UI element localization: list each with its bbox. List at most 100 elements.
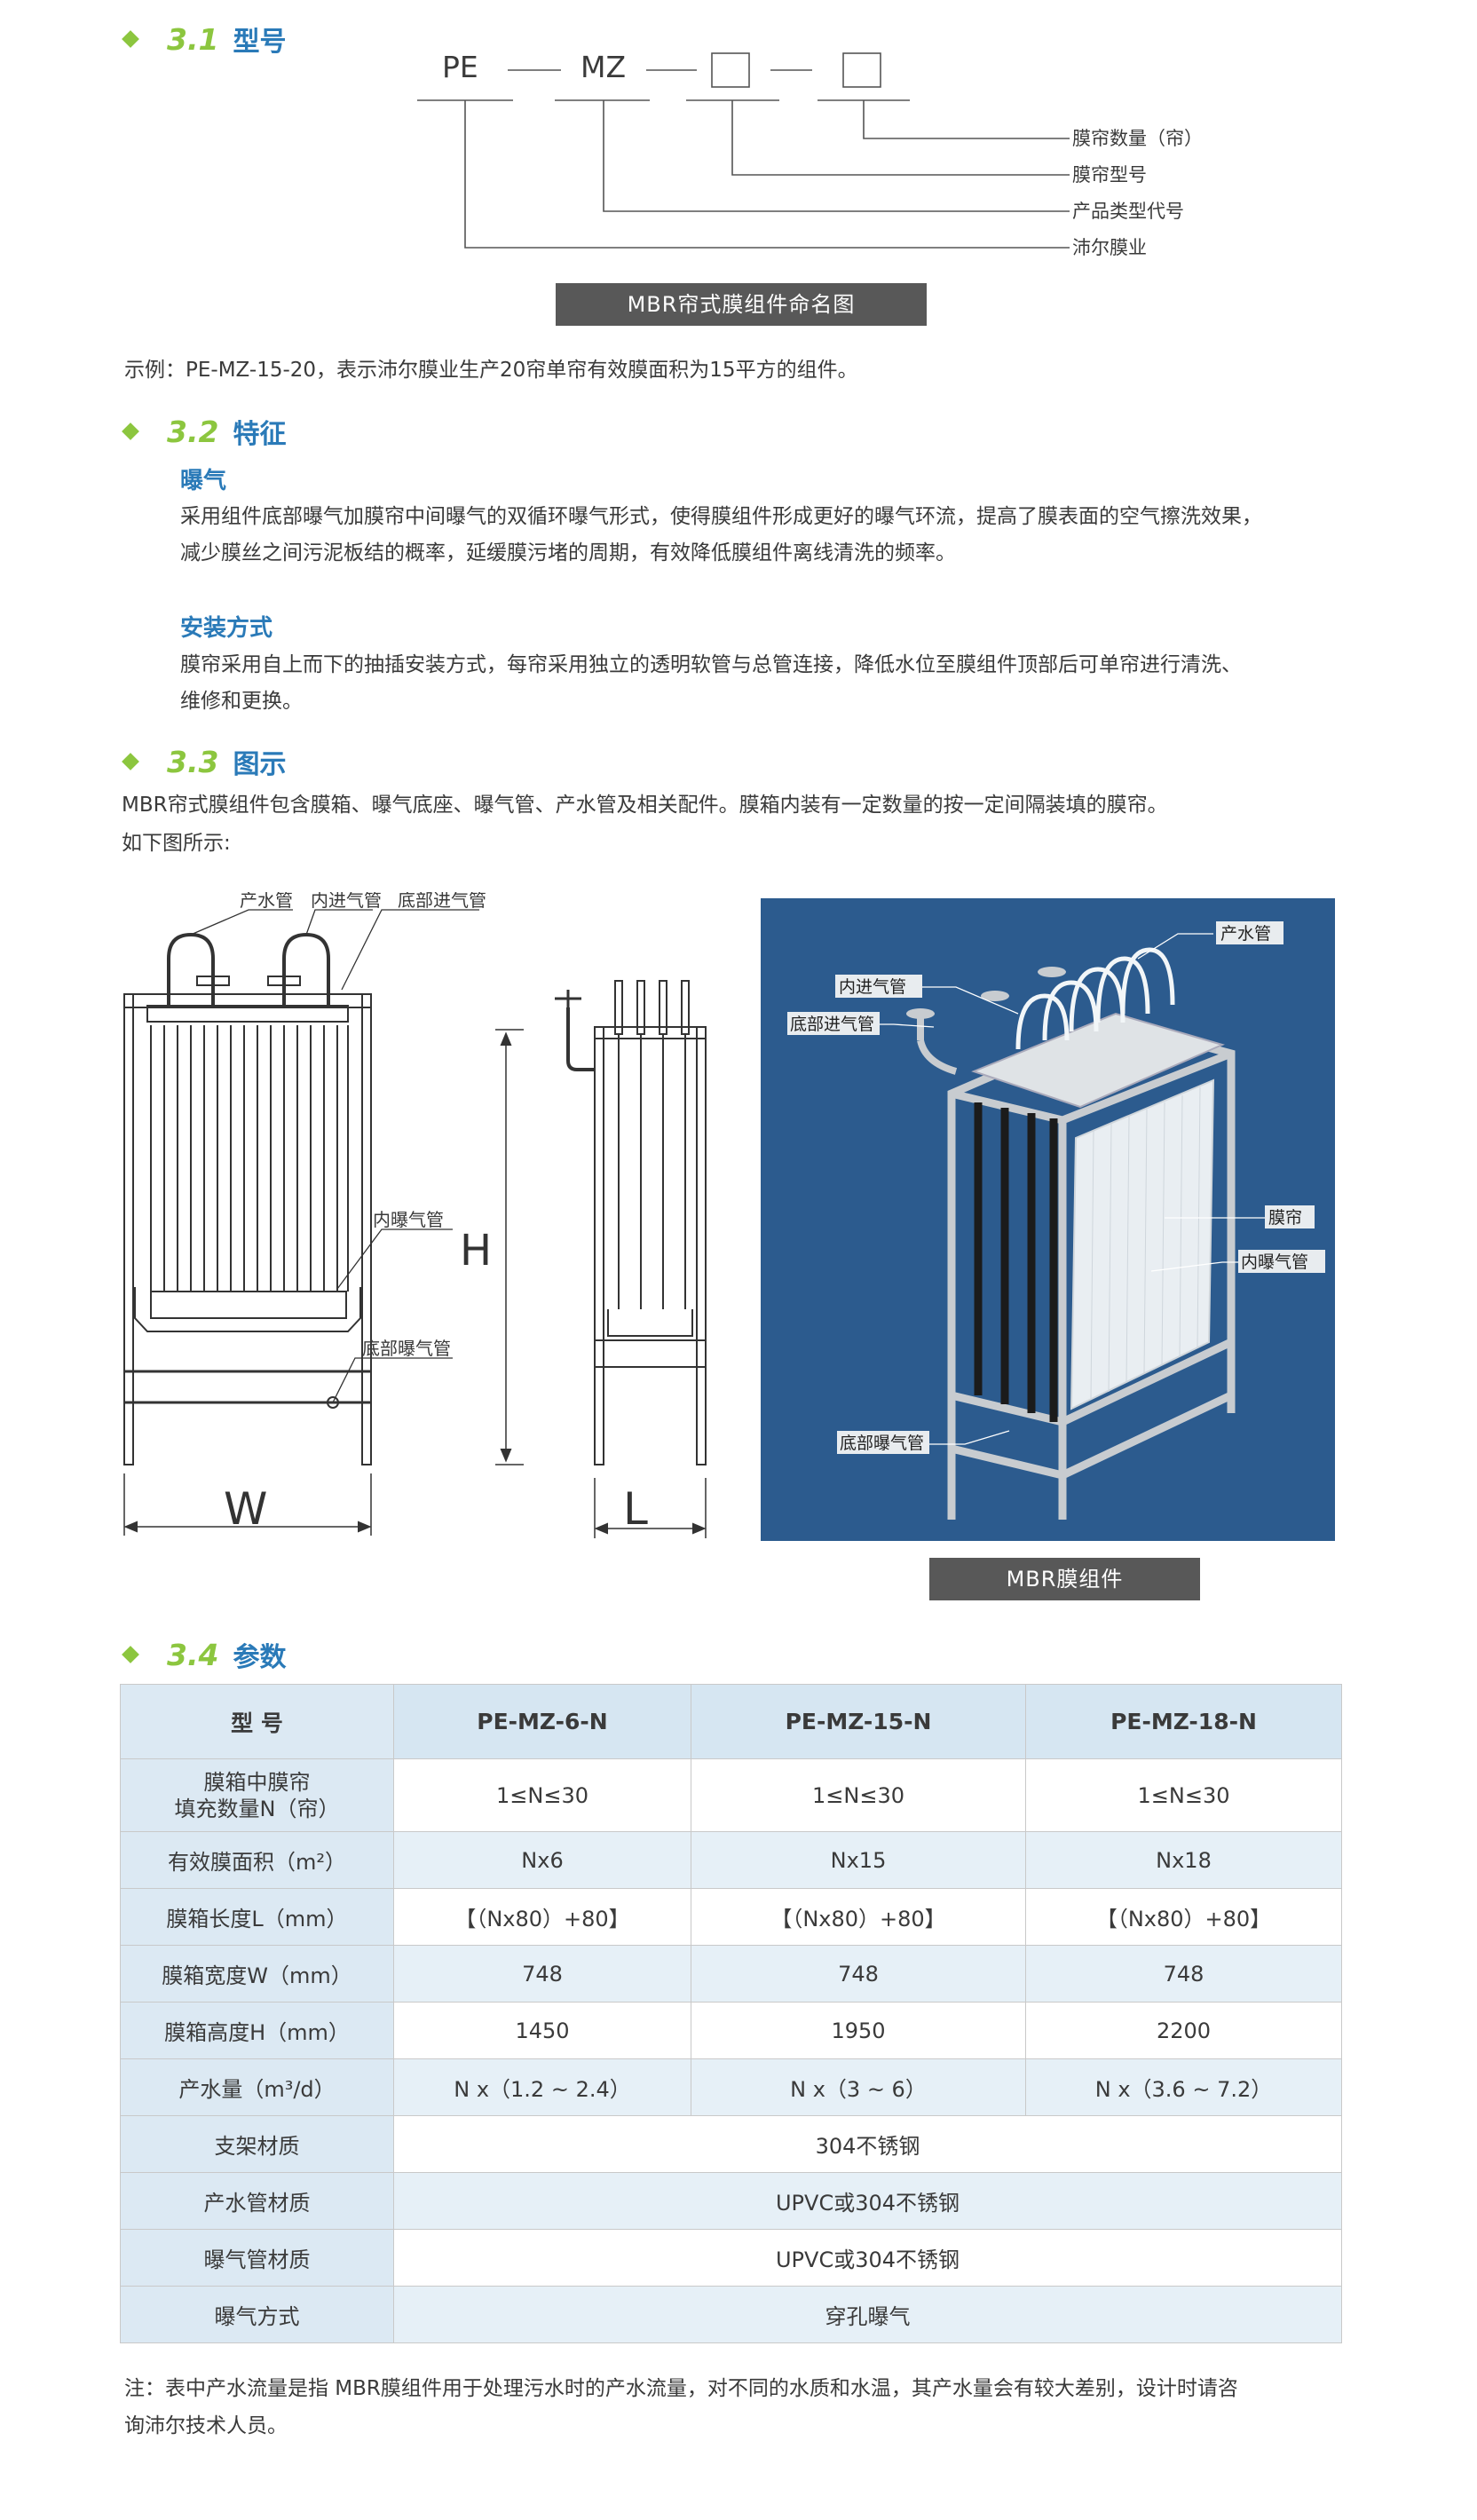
table-cell: 748: [393, 1945, 691, 2003]
table-cell-merged: UPVC或304不锈钢: [393, 2229, 1342, 2287]
table-cell: 1950: [691, 2002, 1026, 2059]
section-title: 型号: [233, 27, 287, 58]
membrane-curtain: [1070, 1078, 1215, 1410]
row-label: 曝气管材质: [120, 2229, 394, 2287]
drawing-label-inner-air-in: 内进气管: [311, 892, 382, 911]
leader-bottom-aeration: [332, 1357, 453, 1403]
drawing-label-outlet: 产水管: [240, 892, 293, 911]
table-row: 曝气方式 穿孔曝气: [120, 2286, 1342, 2343]
table-cell: 【（Nx80）+80】: [1025, 1888, 1342, 1946]
photo-label-curtain: 膜帘: [1268, 1208, 1302, 1228]
row-label: 膜箱中膜帘 填充数量N（帘）: [120, 1758, 394, 1832]
aeration-text-2: 减少膜丝之间污泥板结的概率，延缓膜污堵的周期，有效降低膜组件离线清洗的频率。: [180, 541, 956, 565]
photo-caption: MBR膜组件: [929, 1558, 1200, 1600]
table-row: 膜箱高度H（mm） 1450 1950 2200: [120, 2002, 1342, 2059]
section-number: 3.4: [167, 1637, 219, 1672]
table-cell: 【（Nx80）+80】: [691, 1888, 1026, 1946]
footnote-line: 询沛尔技术人员。: [124, 2414, 288, 2437]
table-row: 支架材质 304不锈钢: [120, 2115, 1342, 2173]
row-label-line: 填充数量N（帘）: [174, 1796, 340, 1821]
leader-bottom-air: [341, 909, 479, 991]
table-cell: Nx18: [1025, 1831, 1342, 1889]
table-cell-merged: 穿孔曝气: [393, 2286, 1342, 2343]
section-heading-model: 3.1 型号: [122, 20, 287, 59]
row-label: 膜箱长度L（mm）: [120, 1888, 394, 1946]
table-cell: 【（Nx80）+80】: [393, 1888, 691, 1946]
section-heading-diagram: 3.3 图示: [122, 742, 287, 781]
drawing-label-bottom-aeration: 底部曝气管: [362, 1338, 451, 1359]
table-row: 膜箱中膜帘 填充数量N（帘） 1≤N≤30 1≤N≤30 1≤N≤30: [120, 1758, 1342, 1832]
footnote-line: 注：表中产水流量是指 MBR膜组件用于处理污水时的产水流量，对不同的水质和水温，…: [124, 2377, 1238, 2400]
row-label: 曝气方式: [120, 2286, 394, 2343]
photo-label-bottom-air-in: 底部进气管: [790, 1015, 874, 1034]
header-cell: PE-MZ-18-N: [1025, 1684, 1342, 1759]
naming-lines: [417, 52, 1070, 249]
section-title: 特征: [233, 419, 287, 450]
table-row: 曝气管材质 UPVC或304不锈钢: [120, 2229, 1342, 2287]
footnote: 注：表中产水流量是指 MBR膜组件用于处理污水时的产水流量，对不同的水质和水温，…: [124, 2370, 1349, 2445]
section-heading-params: 3.4 参数: [122, 1635, 287, 1674]
section-number: 3.3: [167, 744, 219, 779]
table-cell: N x（1.2 ~ 2.4）: [393, 2058, 691, 2116]
subhead-install: 安装方式: [180, 615, 273, 642]
install-text-2: 维修和更换。: [180, 690, 303, 713]
leader-inner-air: [305, 909, 373, 936]
placeholder-box-model: [711, 52, 750, 88]
technical-drawing: 产水管 内进气管 底部进气管 内曝气管 底部曝气管 W L H: [123, 892, 707, 1538]
table-cell-merged: UPVC或304不锈钢: [393, 2172, 1342, 2230]
table-cell: N x（3.6 ~ 7.2）: [1025, 2058, 1342, 2116]
install-text-1: 膜帘采用自上而下的抽插安装方式，每帘采用独立的透明软管与总管连接，降低水位至膜组…: [180, 653, 1242, 676]
subhead-aeration: 曝气: [180, 468, 227, 494]
table-row: 膜箱宽度W（mm） 748 748 748: [120, 1945, 1342, 2003]
naming-label-model: 膜帘型号: [1072, 164, 1147, 186]
drawing-label-bottom-air-in: 底部进气管: [398, 892, 486, 911]
table-cell: 1≤N≤30: [691, 1758, 1026, 1832]
transparent-hoses: [1015, 947, 1175, 1050]
photo-label-bottom-aeration: 底部曝气管: [840, 1434, 924, 1453]
code-pe: PE: [442, 50, 478, 84]
row-label: 产水管材质: [120, 2172, 394, 2230]
table-cell: 748: [1025, 1945, 1342, 2003]
naming-example: 示例：PE-MZ-15-20，表示沛尔膜业生产20帘单帘有效膜面积为15平方的组…: [124, 359, 858, 382]
table-cell-merged: 304不锈钢: [393, 2115, 1342, 2173]
leader-inner-aeration: [336, 1228, 453, 1290]
naming-label-count: 膜帘数量（帘）: [1072, 128, 1203, 149]
table-cell: 1≤N≤30: [1025, 1758, 1342, 1832]
table-row: 产水量（m³/d） N x（1.2 ~ 2.4） N x（3 ~ 6） N x（…: [120, 2058, 1342, 2116]
header-cell: PE-MZ-15-N: [691, 1684, 1026, 1759]
row-label-line: 膜箱中膜帘: [203, 1769, 311, 1795]
header-cell: 型 号: [120, 1684, 394, 1759]
leader-outlet: [190, 909, 293, 936]
dim-label-w: W: [224, 1483, 267, 1535]
naming-caption: MBR帘式膜组件命名图: [556, 283, 927, 326]
row-label: 膜箱宽度W（mm）: [120, 1945, 394, 2003]
table-cell: 1450: [393, 2002, 691, 2059]
bullet-diamond-icon: [122, 753, 139, 770]
row-label: 膜箱高度H（mm）: [120, 2002, 394, 2059]
aeration-text-1: 采用组件底部曝气加膜帘中间曝气的双循环曝气形式，使得膜组件形成更好的曝气环流，提…: [180, 505, 1262, 528]
table-cell: 748: [691, 1945, 1026, 2003]
section-title: 参数: [233, 1642, 287, 1673]
section-heading-features: 3.2 特征: [122, 412, 287, 451]
placeholder-box-count: [842, 52, 881, 88]
table-cell: N x（3 ~ 6）: [691, 2058, 1026, 2116]
section-title: 图示: [233, 749, 287, 780]
diagram-intro-1: MBR帘式膜组件包含膜箱、曝气底座、曝气管、产水管及相关配件。膜箱内装有一定数量…: [122, 794, 1168, 817]
row-label: 支架材质: [120, 2115, 394, 2173]
params-table: 型 号 PE-MZ-6-N PE-MZ-15-N PE-MZ-18-N 膜箱中膜…: [120, 1684, 1342, 2343]
dim-label-l: L: [623, 1483, 648, 1535]
diagram-intro-2: 如下图所示:: [122, 832, 231, 855]
section-number: 3.2: [167, 414, 219, 449]
table-row: 产水管材质 UPVC或304不锈钢: [120, 2172, 1342, 2230]
code-mz: MZ: [581, 50, 627, 84]
bullet-diamond-icon: [122, 1646, 139, 1663]
header-cell: PE-MZ-6-N: [393, 1684, 691, 1759]
table-cell: 1≤N≤30: [393, 1758, 691, 1832]
front-frame-left-post: [123, 993, 134, 1465]
naming-label-type: 产品类型代号: [1072, 201, 1184, 222]
inner-air-pipes: [974, 1102, 1058, 1422]
naming-label-brand: 沛尔膜业: [1072, 237, 1147, 258]
row-label: 产水量（m³/d）: [120, 2058, 394, 2116]
dim-label-h: H: [460, 1226, 492, 1276]
section-number: 3.1: [167, 21, 219, 57]
